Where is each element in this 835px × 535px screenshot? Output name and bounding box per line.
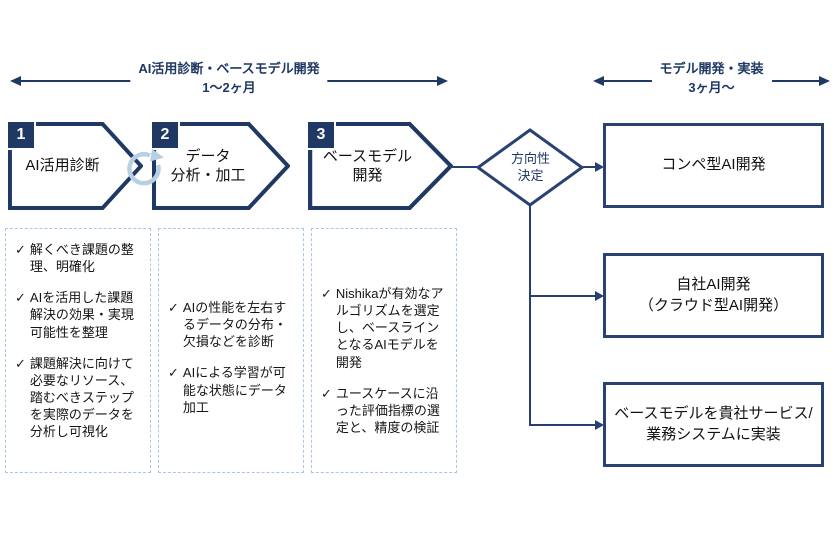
chevron-shape bbox=[308, 122, 453, 210]
arrowhead-icon bbox=[595, 162, 604, 172]
connector-line bbox=[530, 295, 596, 297]
checklist-item: ✓ Nishikaが有効なアルゴリズムを選定し、ベースラインとなるAIモデルを開… bbox=[321, 285, 450, 371]
check-icon: ✓ bbox=[15, 290, 26, 306]
phase-title: モデル開発・実装 bbox=[659, 61, 764, 76]
connector-line bbox=[450, 166, 479, 168]
timeline-label: モデル開発・実装 3ヶ月～ bbox=[651, 59, 772, 97]
checklist: ✓ AIの性能を左右するデータの分布・欠損などを診断 ✓ AIによる学習が可能な… bbox=[168, 299, 297, 416]
check-icon: ✓ bbox=[321, 286, 332, 301]
decision-diamond: 方向性 決定 bbox=[477, 128, 584, 207]
step-title: AI活用診断 bbox=[25, 157, 100, 175]
checklist-item: ✓ ユースケースに沿った評価指標の選定と、精度の検証 bbox=[321, 385, 450, 436]
step-number-badge: 1 bbox=[8, 122, 36, 150]
timeline-label: AI活用診断・ベースモデル開発 1～2ヶ月 bbox=[130, 59, 328, 97]
decision-label: 方向性 決定 bbox=[510, 150, 550, 183]
arrow-left-icon bbox=[593, 76, 604, 86]
refresh-cycle-icon bbox=[127, 149, 164, 186]
arrow-left-icon bbox=[10, 76, 21, 86]
step-title: ベースモデル 開発 bbox=[322, 147, 413, 185]
checklist-text: 解くべき課題の整理、明確化 bbox=[29, 242, 134, 275]
step-chevron-3: 3 ベースモデル 開発 bbox=[308, 122, 453, 210]
checklist-item: ✓ 課題解決に向けて必要なリソース、踏むべきステップを実際のデータを分析し可視化 bbox=[15, 355, 144, 441]
connector-line bbox=[529, 205, 531, 426]
outcome-box-competition: コンペ型AI開発 bbox=[603, 123, 824, 208]
checklist-item: ✓ 解くべき課題の整理、明確化 bbox=[15, 241, 144, 275]
step-chevron-2: 2 データ 分析・加工 bbox=[152, 122, 290, 210]
step-number-badge: 2 bbox=[152, 122, 180, 150]
phase-duration: 1～2ヶ月 bbox=[202, 80, 256, 95]
connector-line bbox=[530, 424, 596, 426]
step-title: データ 分析・加工 bbox=[170, 147, 246, 185]
checklist-text: AIの性能を左右するデータの分布・欠損などを診断 bbox=[182, 300, 287, 350]
arrowhead-icon bbox=[595, 291, 604, 301]
checklist: ✓ Nishikaが有効なアルゴリズムを選定し、ベースラインとなるAIモデルを開… bbox=[321, 285, 450, 436]
chevron-shape bbox=[152, 122, 290, 210]
phase-duration: 3ヶ月～ bbox=[688, 80, 735, 95]
checklist-step-3: ✓ Nishikaが有効なアルゴリズムを選定し、ベースラインとなるAIモデルを開… bbox=[311, 228, 457, 473]
connector-line bbox=[583, 166, 596, 168]
check-icon: ✓ bbox=[321, 385, 332, 401]
checklist-item: ✓ AIを活用した課題解決の効果・実現可能性を整理 bbox=[15, 289, 144, 340]
arrowhead-icon bbox=[595, 420, 604, 430]
checklist-text: AIを活用した課題解決の効果・実現可能性を整理 bbox=[29, 290, 134, 340]
outcome-box-inhouse: 自社AI開発 （クラウド型AI開発） bbox=[603, 253, 824, 338]
arrow-right-icon bbox=[819, 76, 830, 86]
checklist-item: ✓ AIによる学習が可能な状態にデータ加工 bbox=[168, 364, 297, 415]
check-icon: ✓ bbox=[15, 242, 26, 257]
checklist-step-2: ✓ AIの性能を左右するデータの分布・欠損などを診断 ✓ AIによる学習が可能な… bbox=[158, 228, 304, 473]
chevron-shape bbox=[8, 122, 143, 210]
phase-title: AI活用診断・ベースモデル開発 bbox=[138, 61, 320, 76]
arrow-right-icon bbox=[437, 76, 448, 86]
checklist-text: ユースケースに沿った評価指標の選定と、精度の検証 bbox=[335, 385, 440, 436]
check-icon: ✓ bbox=[168, 365, 179, 381]
checklist-text: Nishikaが有効なアルゴリズムを選定し、ベースラインとなるAIモデルを開発 bbox=[335, 286, 444, 370]
checklist-item: ✓ AIの性能を左右するデータの分布・欠損などを診断 bbox=[168, 299, 297, 350]
checklist-text: 課題解決に向けて必要なリソース、踏むべきステップを実際のデータを分析し可視化 bbox=[29, 355, 134, 440]
timeline-phase-2: モデル開発・実装 3ヶ月～ bbox=[593, 55, 830, 103]
step-number-badge: 3 bbox=[308, 122, 336, 150]
checklist-text: AIによる学習が可能な状態にデータ加工 bbox=[182, 365, 287, 415]
timeline-phase-1: AI活用診断・ベースモデル開発 1～2ヶ月 bbox=[10, 55, 448, 103]
checklist: ✓ 解くべき課題の整理、明確化 ✓ AIを活用した課題解決の効果・実現可能性を整… bbox=[15, 241, 144, 441]
checklist-step-1: ✓ 解くべき課題の整理、明確化 ✓ AIを活用した課題解決の効果・実現可能性を整… bbox=[5, 228, 151, 473]
outcome-box-implementation: ベースモデルを貴社サービス/ 業務システムに実装 bbox=[603, 382, 824, 467]
check-icon: ✓ bbox=[168, 300, 179, 315]
check-icon: ✓ bbox=[15, 355, 26, 371]
step-chevron-1: 1 AI活用診断 bbox=[8, 122, 143, 210]
